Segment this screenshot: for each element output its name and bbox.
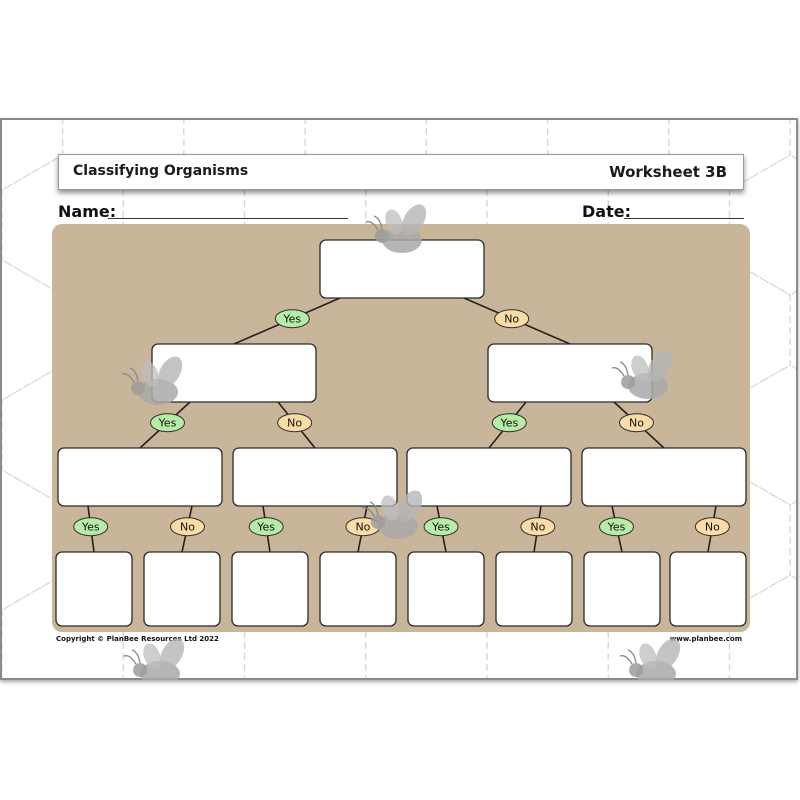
no-oval <box>619 413 654 433</box>
yes-label: Yes <box>81 521 100 534</box>
date-field-line[interactable] <box>624 218 744 219</box>
organism-answer-box[interactable] <box>319 551 397 627</box>
no-label: No <box>355 521 370 534</box>
yes-oval <box>423 517 459 537</box>
question-box[interactable] <box>57 447 223 507</box>
no-label: No <box>705 521 720 534</box>
organism-answer-box[interactable] <box>231 551 309 627</box>
worksheet-title: Classifying Organisms <box>73 163 249 179</box>
yes-oval <box>73 517 109 537</box>
bee-icon <box>365 202 432 254</box>
no-oval <box>694 517 730 537</box>
organism-answer-box[interactable] <box>669 551 747 627</box>
name-field-line[interactable] <box>108 218 348 219</box>
question-box[interactable] <box>581 447 747 507</box>
no-label: No <box>629 417 644 430</box>
bee-icon <box>361 488 428 540</box>
no-label: No <box>530 521 545 534</box>
yes-oval <box>150 413 185 433</box>
website-text: www.planbee.com <box>669 635 742 643</box>
worksheet-number: Worksheet 3B <box>609 163 727 181</box>
date-label: Date: <box>582 202 631 221</box>
yes-label: Yes <box>431 521 450 534</box>
question-box[interactable] <box>232 447 398 507</box>
question-box[interactable] <box>406 447 572 507</box>
organism-answer-box[interactable] <box>55 551 133 627</box>
no-oval <box>170 517 205 537</box>
no-label: No <box>504 313 519 326</box>
name-label: Name: <box>58 202 117 221</box>
yes-label: Yes <box>499 417 518 430</box>
organism-answer-box[interactable] <box>583 551 661 627</box>
organism-answer-box[interactable] <box>143 551 221 627</box>
yes-label: Yes <box>282 313 301 326</box>
yes-label: Yes <box>607 521 626 534</box>
organism-answer-box[interactable] <box>407 551 485 627</box>
bee-icon <box>619 636 682 680</box>
no-label: No <box>287 417 302 430</box>
header-bar: Classifying Organisms Worksheet 3B <box>58 154 744 190</box>
yes-oval <box>599 517 634 537</box>
worksheet-page: Classifying Organisms Worksheet 3B Name:… <box>0 118 798 680</box>
yes-label: Yes <box>256 521 275 534</box>
bee-icon <box>121 354 188 406</box>
no-label: No <box>180 521 195 534</box>
no-oval <box>277 413 313 433</box>
copyright-text: Copyright © PlanBee Resources Ltd 2022 <box>56 635 219 643</box>
yes-label: Yes <box>158 417 177 430</box>
yes-oval <box>248 517 284 537</box>
yes-oval <box>491 413 527 433</box>
no-oval <box>494 309 530 329</box>
no-oval <box>520 517 556 537</box>
bee-icon <box>611 348 678 400</box>
bee-icon <box>123 636 186 680</box>
yes-oval <box>274 309 310 329</box>
organism-answer-box[interactable] <box>495 551 573 627</box>
